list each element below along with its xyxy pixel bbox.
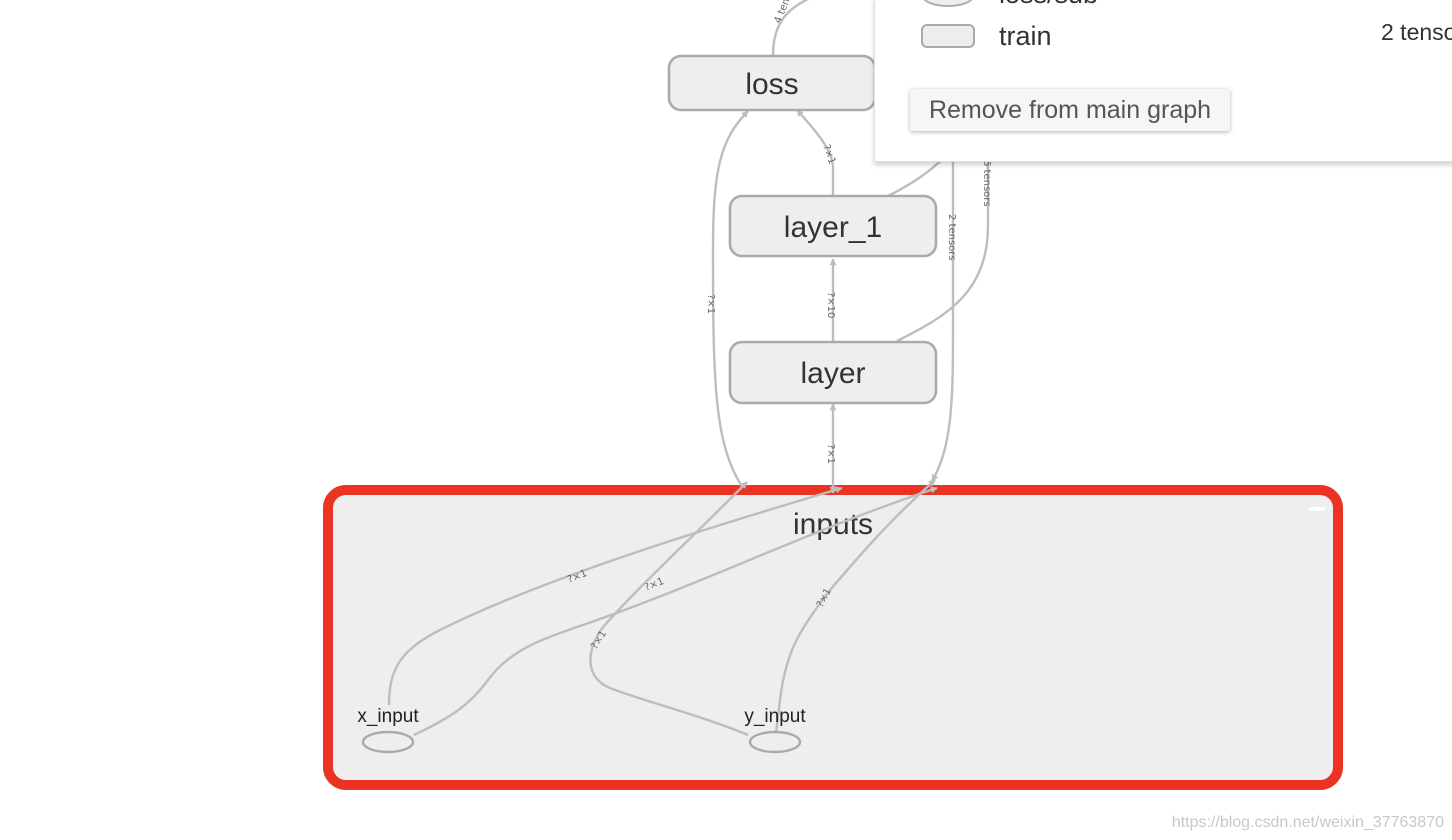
edge-y-input-b — [774, 479, 936, 734]
collapse-icon[interactable] — [1309, 507, 1325, 511]
edge-layer1-to-loss — [796, 109, 835, 196]
node-layer-1-label: layer_1 — [784, 211, 882, 244]
watermark: https://blog.csdn.net/weixin_37763870 — [1171, 814, 1444, 831]
node-layer-1[interactable]: layer_1 — [728, 194, 938, 258]
legend-count-train: 2 tensors — [1381, 19, 1452, 45]
node-x-input-label: x_input — [357, 706, 419, 727]
edge-x-input-a — [387, 486, 843, 706]
node-info-panel: loss/sub train 2 tensors Remove from mai… — [874, 0, 1452, 162]
node-loss[interactable]: loss — [667, 54, 877, 112]
node-y-input-label: y_input — [744, 706, 806, 727]
edge-inputs-to-train — [930, 0, 955, 482]
edge-label-inputs-to-train: 2 tensors — [946, 214, 957, 261]
edge-label-loss-up: 4 tensors — [773, 0, 801, 25]
rect-node-icon — [921, 24, 975, 48]
node-layer[interactable]: layer — [728, 340, 938, 405]
node-loss-label: loss — [745, 68, 798, 101]
edge-label-inputs-to-loss: ?×1 — [705, 294, 716, 314]
edge-y-input-a — [589, 481, 749, 737]
node-x-input[interactable]: x_input — [357, 706, 419, 754]
edge-label-layer-to-train: 6 tensors — [981, 160, 992, 207]
legend-label-loss-sub: loss/sub — [999, 0, 1098, 10]
legend-label-train: train — [999, 21, 1052, 51]
inputs-group[interactable]: inputs — [323, 485, 1343, 790]
oval-node-icon — [921, 0, 975, 7]
edge-label-layer-to-layer1: ?×10 — [825, 292, 836, 318]
edge-loss-up — [771, 0, 809, 57]
node-layer-label: layer — [800, 357, 865, 390]
node-y-input[interactable]: y_input — [744, 706, 806, 754]
edge-layer-to-train — [896, 0, 990, 343]
edge-label-inputs-to-layer: ?×1 — [825, 444, 836, 464]
edge-label-layer1-to-loss: ?×1 — [820, 143, 837, 166]
remove-from-main-graph-button[interactable]: Remove from main graph — [910, 89, 1230, 131]
edge-x-input-b — [413, 486, 938, 737]
edge-inputs-to-loss — [711, 110, 749, 489]
